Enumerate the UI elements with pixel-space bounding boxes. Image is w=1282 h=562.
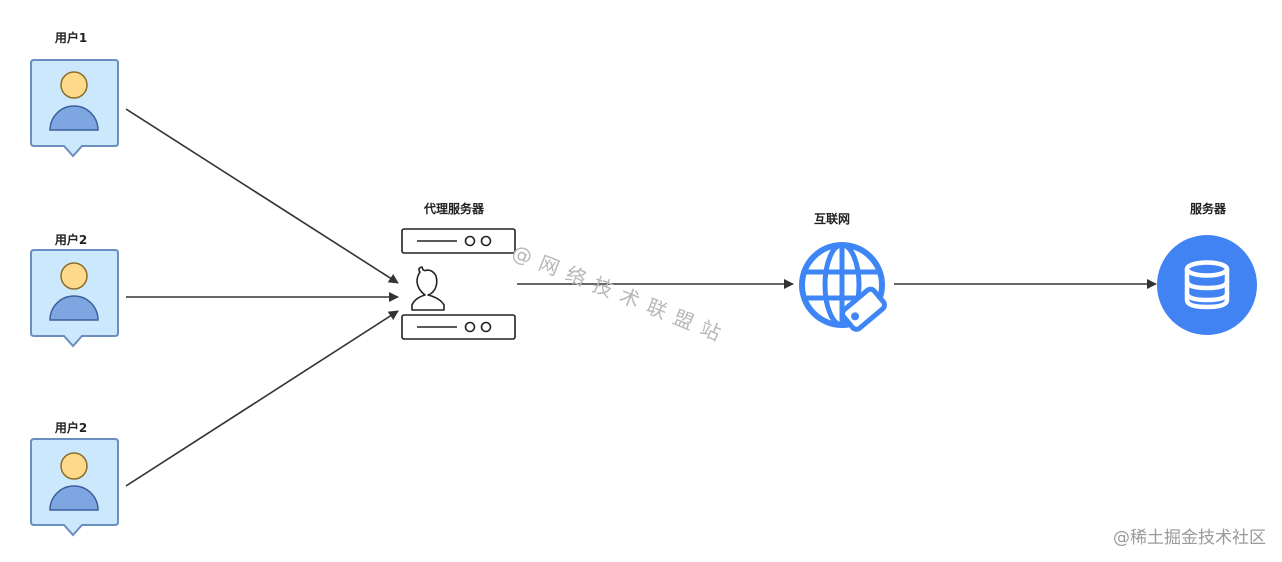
globe-icon[interactable] bbox=[799, 242, 887, 332]
edge-user1-to-proxy bbox=[125, 108, 399, 284]
user-3-label: 用户2 bbox=[54, 421, 88, 435]
user-card-2-icon[interactable] bbox=[30, 249, 119, 348]
database-icon[interactable] bbox=[1157, 235, 1257, 335]
user-2-label: 用户2 bbox=[54, 233, 88, 247]
user-1-label: 用户1 bbox=[54, 31, 88, 45]
internet-label: 互联网 bbox=[813, 212, 851, 226]
proxy-server-icon[interactable] bbox=[401, 228, 516, 340]
server-label: 服务器 bbox=[1189, 202, 1227, 216]
proxy-label: 代理服务器 bbox=[423, 202, 485, 216]
footer-watermark: @稀土掘金技术社区 bbox=[1113, 528, 1266, 548]
user-card-1-icon[interactable] bbox=[30, 59, 119, 158]
edge-user3-to-proxy bbox=[125, 310, 399, 487]
user-card-3-icon[interactable] bbox=[30, 438, 119, 537]
